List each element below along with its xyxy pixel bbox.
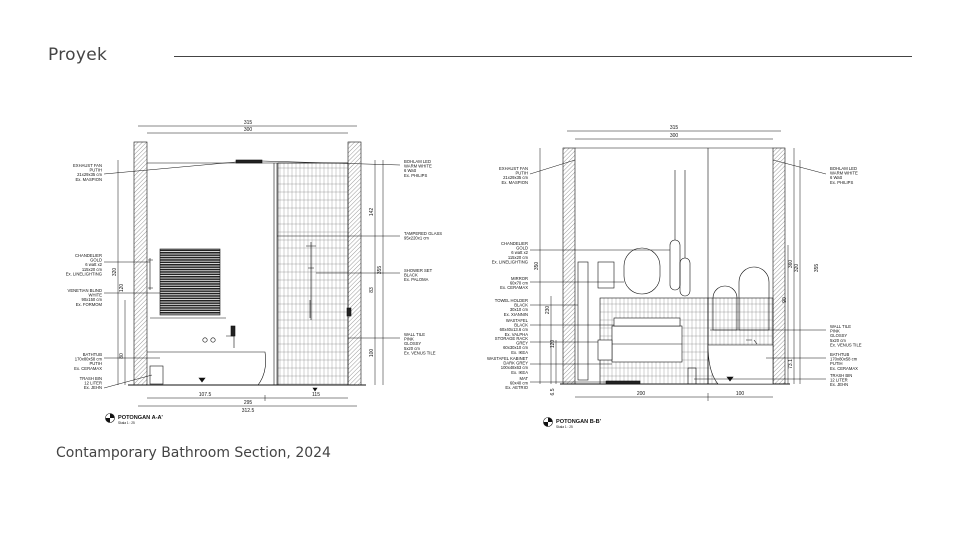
section-b-wastafel xyxy=(613,317,681,327)
section-b-niche-2 xyxy=(738,266,770,331)
section-a-venetian-blind xyxy=(159,248,221,316)
figure-caption: Contamporary Bathroom Section, 2024 xyxy=(56,445,331,461)
section-a-dim-right-0: 142 xyxy=(369,208,375,217)
section-a-title-block: POTONGAN A-A' Skala 1 : 25 xyxy=(105,413,164,425)
section-b-dim-left-1: 230 xyxy=(545,306,551,315)
section-a-dimensions xyxy=(103,125,401,407)
section-b-dim-top-0: 315 xyxy=(670,125,679,131)
section-a-trash-bin xyxy=(149,365,164,385)
section-a-dim-bottom-3: 312.5 xyxy=(242,408,255,414)
section-b-mirror xyxy=(623,247,661,295)
section-a-dim-top-0: 315 xyxy=(244,120,253,126)
section-a-chandelier xyxy=(148,258,153,290)
section-b-wall-right xyxy=(772,147,786,385)
section-a-title: POTONGAN A-A' xyxy=(118,415,164,421)
section-b-dim-bottom-0: 200 xyxy=(637,391,646,397)
section-a-bathtub xyxy=(147,351,266,386)
section-a-dim-left-2: 80 xyxy=(119,353,125,359)
section-b-bathtub xyxy=(707,344,774,385)
section-a-dim-right-2: 100 xyxy=(369,349,375,358)
section-b-scale: Skala 1 : 25 xyxy=(556,425,573,429)
section-b-trash-bin xyxy=(687,367,697,385)
section-a-wall-left xyxy=(133,141,148,386)
section-b-mat xyxy=(605,380,641,385)
section-a-dimension-values: 315 300 107.5 115 295 312.5 320 120 80 1… xyxy=(112,120,383,414)
section-b-dimension-values: 315 300 200 100 350 230 120 6.5 360 320 … xyxy=(534,125,820,397)
section-b-dim-right-4: 355 xyxy=(814,264,820,273)
section-b-wall-left xyxy=(562,147,576,385)
section-a-exhaust-fan xyxy=(235,159,263,164)
section-a-dim-left-1: 120 xyxy=(119,284,125,293)
section-b-dim-right-3: 73.1 xyxy=(788,359,794,369)
section-a-drawing xyxy=(128,141,366,392)
section-a-dim-top-1: 300 xyxy=(244,127,253,133)
section-a-dim-right-3: 355 xyxy=(377,266,383,275)
section-b-chandelier xyxy=(674,170,686,258)
section-a-shower-set xyxy=(306,242,316,320)
section-b-title-block: POTONGAN B-B' Skala 1 : 25 xyxy=(543,417,602,429)
section-a-wall-tile xyxy=(277,162,349,386)
section-b-dim-right-2: 90 xyxy=(782,297,788,303)
section-b-dim-left-3: 6.5 xyxy=(550,388,556,395)
section-a-dim-right-1: 83 xyxy=(369,287,375,293)
section-a-wall-right xyxy=(347,141,362,386)
section-b-dimensions xyxy=(529,130,827,401)
section-a-scale: Skala 1 : 25 xyxy=(118,421,135,425)
section-a-dim-bottom-0: 107.5 xyxy=(199,392,212,398)
section-b-dim-right-1: 320 xyxy=(794,264,800,273)
section-b-dim-left-0: 350 xyxy=(534,262,540,271)
section-a-dim-bottom-2: 295 xyxy=(244,400,253,406)
section-b-dim-top-1: 300 xyxy=(670,133,679,139)
section-b-storage-rack xyxy=(577,261,589,381)
section-b-title: POTONGAN B-B' xyxy=(556,419,602,425)
section-a-dim-bottom-1: 115 xyxy=(312,392,320,398)
section-b-dim-right-0: 360 xyxy=(788,260,794,269)
section-b-dim-bottom-1: 100 xyxy=(736,391,745,397)
header-divider xyxy=(174,56,912,57)
section-b-drawing xyxy=(560,147,790,385)
page-title: Proyek xyxy=(48,45,108,65)
section-b-niche-1 xyxy=(712,285,738,331)
section-a-dim-left-0: 320 xyxy=(112,268,118,277)
section-b-dim-left-2: 120 xyxy=(550,340,556,349)
